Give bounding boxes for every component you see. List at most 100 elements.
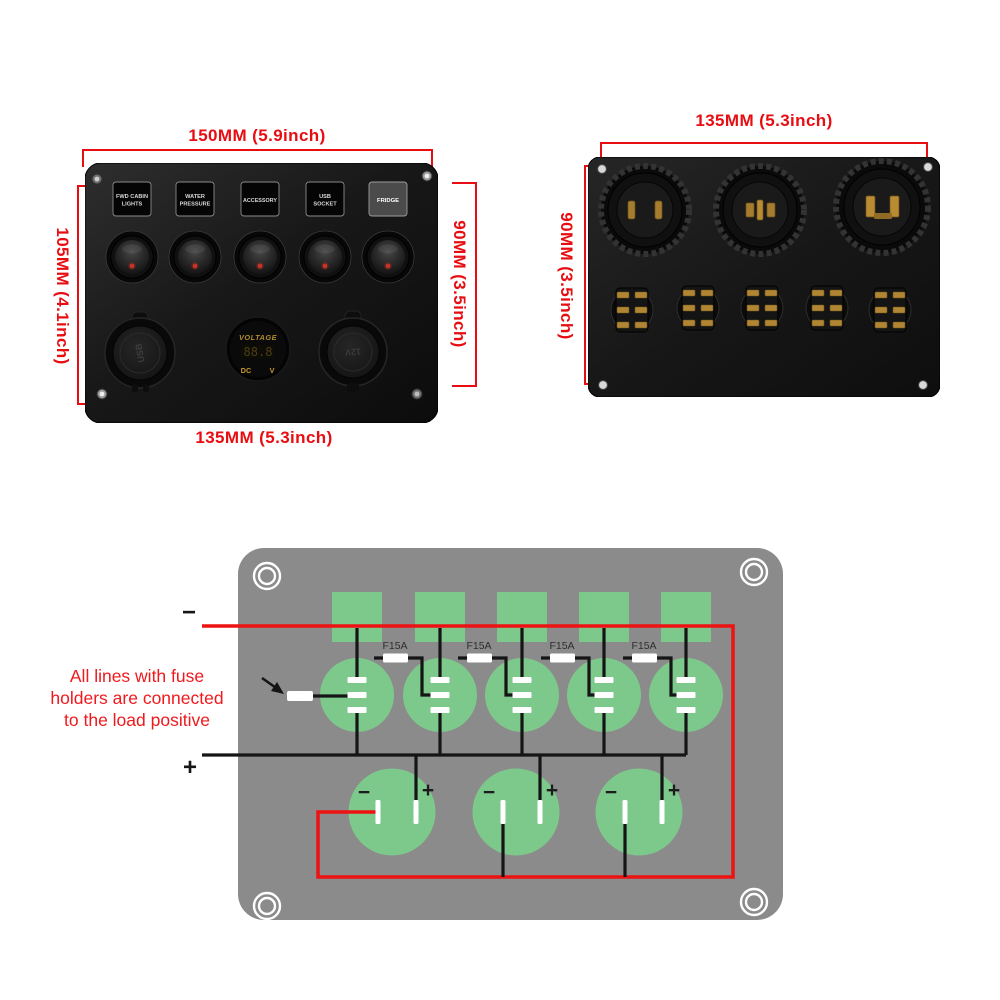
label-window-3: ACCESSORY (240, 181, 280, 217)
voltmeter-v-label: V (270, 366, 275, 375)
terminal (874, 213, 892, 219)
wiring-diagram: F15A F15A F15A F15A − + − + − + (202, 548, 783, 921)
fuse-label-2: F15A (466, 640, 491, 652)
positive-wire-label: + (183, 754, 198, 781)
label-window-1-line2: LIGHTS (122, 202, 143, 208)
terminal (865, 195, 876, 218)
front-dim-top-tick-right (431, 149, 433, 167)
fuse-body-2 (467, 653, 492, 663)
back-dim-top-label: 135MM (5.3inch) (695, 111, 833, 130)
voltmeter-title: VOLTAGE (239, 333, 278, 342)
front-dim-top-line (82, 149, 433, 151)
label-window-4: USB SOCKET (305, 181, 345, 217)
rocker-switch-3 (233, 230, 287, 284)
switch-back-5 (868, 287, 912, 333)
fuse-label-1: F15A (382, 640, 407, 652)
wiring-note-line1: All lines with fuse (69, 666, 205, 686)
fuses-and-terminals (287, 653, 696, 824)
label-window-3-line1: ACCESSORY (243, 198, 277, 204)
back-dim-left-line (584, 165, 586, 385)
terminal (654, 200, 663, 220)
fuse-labels: F15A F15A F15A F15A (382, 640, 656, 652)
socket-pad (472, 768, 560, 856)
socket1-minus-sign: − (358, 781, 370, 804)
socket1-plus-sign: + (422, 779, 434, 802)
terminal (745, 202, 755, 218)
front-panel-photo: FWD CABIN LIGHTS WATER PRESSURE ACCESSOR… (85, 163, 438, 423)
switch-back-2 (676, 285, 720, 331)
inline-fuse-holder (287, 691, 313, 701)
wiring-note-line2: holders are connected (50, 688, 224, 708)
switch-back-3 (740, 285, 784, 331)
label-window-4-line1: USB (319, 194, 331, 200)
usb-socket: USB (104, 311, 176, 392)
socket-polarity-signs: − + − + − + (358, 779, 680, 804)
rocker-switch-4 (298, 230, 352, 284)
socket-cap-embossed-label: 12V (345, 346, 362, 357)
socket-pad (348, 768, 436, 856)
rocker-switch-1 (105, 230, 159, 284)
socket2-minus-sign: − (483, 781, 495, 804)
label-window-5-line1: FRIDGE (377, 198, 399, 204)
red-indicator-dot (385, 263, 391, 269)
red-indicator-dot (129, 263, 135, 269)
back-dim-left-label: 90MM (3.5inch) (557, 212, 576, 340)
socket3-plus-sign: + (668, 779, 680, 802)
switch-backs-row (610, 285, 912, 333)
wiring-note: All lines with fuse holders are connecte… (50, 665, 223, 731)
front-dim-top-label: 150MM (5.9inch) (188, 126, 326, 145)
black-wires (202, 628, 688, 877)
back-panel-photo (588, 157, 940, 397)
front-dim-bottom-label: 135MM (5.3inch) (195, 428, 333, 447)
usb-socket-back (598, 163, 692, 257)
label-window-4-line2: SOCKET (313, 202, 337, 208)
terminal (627, 200, 636, 220)
voltmeter-display (241, 345, 275, 358)
terminal (756, 199, 764, 221)
voltmeter-reading: 88.8 (244, 345, 273, 359)
label-window-1-line1: FWD CABIN (116, 194, 148, 200)
red-indicator-dot (257, 263, 263, 269)
fuse-label-3: F15A (549, 640, 574, 652)
back-dim-top-line (600, 142, 928, 144)
front-dim-right-label: 90MM (3.5inch) (450, 220, 469, 348)
label-window-2-line1: WATER (185, 194, 205, 200)
red-indicator-dot (322, 263, 328, 269)
fuse-body-1 (383, 653, 408, 663)
annotation-arrowhead-icon (271, 682, 284, 694)
front-dim-right-tick-bottom (452, 385, 477, 387)
red-negative-wire-loop (202, 624, 735, 879)
fuse-label-4: F15A (631, 640, 656, 652)
back-dim-top-tick-right (926, 142, 928, 159)
label-window-2-line2: PRESSURE (180, 202, 211, 208)
socket2-plus-sign: + (546, 779, 558, 802)
terminal (766, 202, 776, 218)
diagram-screw-holes (252, 557, 769, 921)
switch-back-1 (610, 287, 654, 333)
rocker-switch-row (105, 230, 415, 284)
fuse-body-4 (632, 653, 657, 663)
terminal (889, 195, 900, 218)
label-window-2: WATER PRESSURE (175, 181, 215, 217)
rocker-switch-5 (361, 230, 415, 284)
usb-cap-embossed-label: USB (133, 342, 146, 363)
front-dim-right-tick-top (452, 182, 477, 184)
power-socket-back (833, 158, 931, 256)
switch-back-4 (805, 285, 849, 331)
back-dim-top-tick-left (600, 142, 602, 159)
voltmeter-back (713, 163, 807, 257)
power-socket-12v: 12V (318, 310, 388, 392)
voltmeter-dc-label: DC (241, 366, 251, 375)
front-dim-left-line (77, 185, 79, 405)
rocker-switch-2 (168, 230, 222, 284)
red-indicator-dot (192, 263, 198, 269)
label-window-1: FWD CABIN LIGHTS (112, 181, 152, 217)
back-panel-screw-holes (597, 162, 933, 390)
fuse-body-3 (550, 653, 575, 663)
negative-wire-label: − (182, 599, 197, 626)
front-dim-left-label: 105MM (4.1inch) (53, 227, 72, 365)
front-dim-top-tick-left (82, 149, 84, 167)
front-panel-screw-holes (91, 170, 433, 400)
wiring-note-line3: to the load positive (64, 710, 210, 730)
